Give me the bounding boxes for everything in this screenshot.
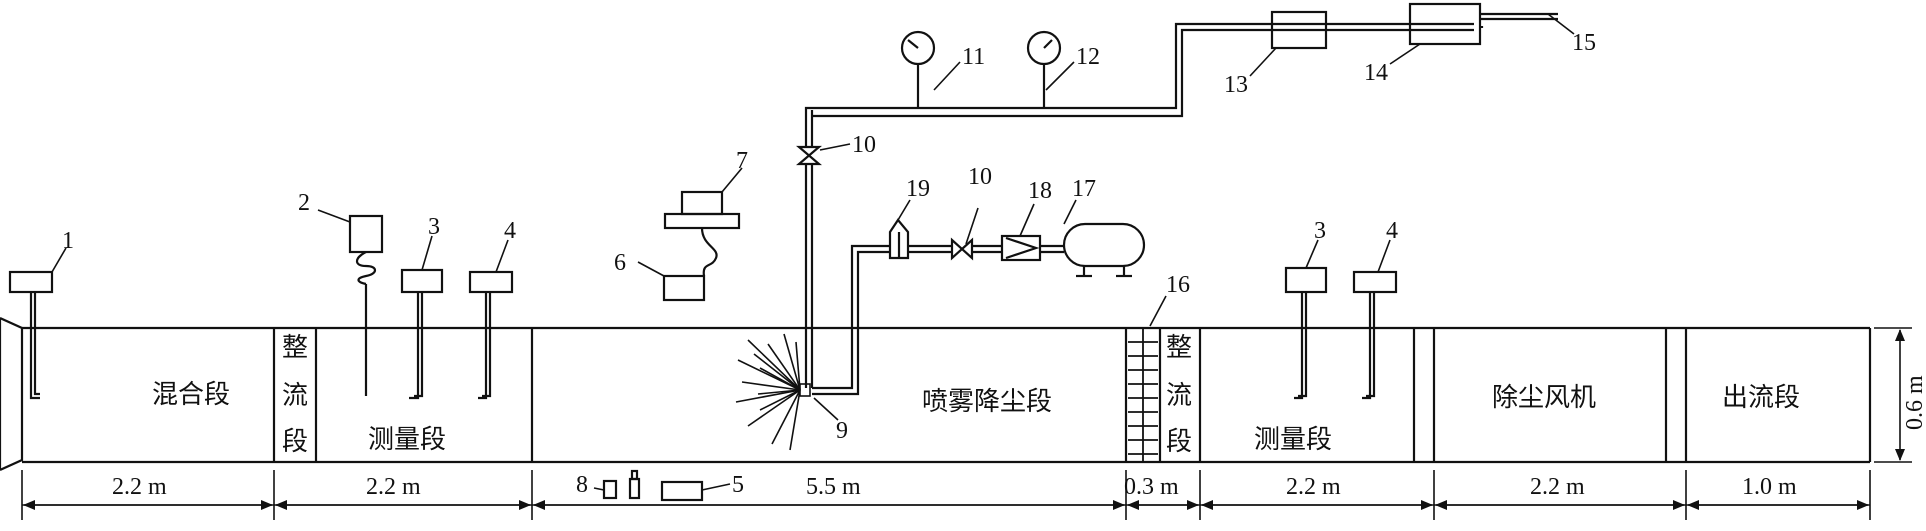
pressure-gauge-12: [1026, 30, 1062, 108]
label-7: 7: [736, 148, 748, 174]
instrument-2: [348, 214, 384, 396]
section-fan: 除尘风机: [1492, 383, 1596, 413]
section-rectifier-1-c: 段: [282, 427, 308, 457]
height-dimension: [1874, 327, 1912, 463]
label-14: 14: [1364, 60, 1388, 86]
label-3-right: 3: [1314, 218, 1326, 244]
label-9: 9: [836, 418, 848, 444]
label-10-air: 10: [968, 164, 992, 190]
instrument-6-cable: [700, 227, 718, 277]
duct-body: [22, 326, 1872, 464]
instrument-7: [663, 190, 741, 230]
section-rectifier-2-c: 段: [1166, 427, 1192, 457]
instrument-8: [602, 469, 641, 500]
filter-19: [888, 218, 910, 260]
valve-10-water: [796, 145, 822, 166]
section-rectifier-2-b: 流: [1166, 381, 1192, 411]
section-spray: 喷雾降尘段: [922, 387, 1052, 417]
instrument-4-left: [468, 270, 514, 400]
dim-spray: 5.5 m: [806, 474, 861, 500]
instrument-5: [660, 480, 704, 502]
label-4-right: 4: [1386, 218, 1398, 244]
water-pipe: [804, 22, 1484, 388]
section-rectifier-2-a: 整: [1166, 333, 1192, 363]
spray-nozzle-9: [735, 333, 811, 451]
dim-measure-2: 2.2 m: [1286, 474, 1341, 500]
label-15: 15: [1572, 30, 1596, 56]
inlet-bell: [0, 316, 24, 472]
section-measure-1: 测量段: [368, 425, 446, 455]
label-5: 5: [732, 472, 744, 498]
dim-measure-1: 2.2 m: [366, 474, 421, 500]
label-17: 17: [1072, 176, 1096, 202]
honeycomb-rectifier: [1128, 328, 1158, 462]
dim-fan: 2.2 m: [1530, 474, 1585, 500]
label-11: 11: [962, 44, 985, 70]
label-3-left: 3: [428, 214, 440, 240]
label-2: 2: [298, 190, 310, 216]
check-valve-18: [1000, 234, 1042, 262]
label-16: 16: [1166, 272, 1190, 298]
air-pipe: [812, 244, 1064, 396]
leader-lines: [51, 13, 1575, 491]
section-measure-2: 测量段: [1254, 425, 1332, 455]
pressure-gauge-11: [900, 30, 936, 108]
section-mixing: 混合段: [152, 380, 230, 410]
instrument-4-right: [1352, 270, 1398, 400]
section-outlet: 出流段: [1722, 383, 1800, 413]
dim-rectifier-2: 0.3 m: [1124, 474, 1179, 500]
valve-10-air: [950, 237, 974, 261]
label-8: 8: [576, 472, 588, 498]
label-19: 19: [906, 176, 930, 202]
label-18: 18: [1028, 178, 1052, 204]
instrument-3-left: [400, 268, 444, 400]
label-6: 6: [614, 250, 626, 276]
label-13: 13: [1224, 72, 1248, 98]
air-tank-17: [1062, 222, 1146, 278]
dim-outlet: 1.0 m: [1742, 474, 1797, 500]
component-13: [1270, 10, 1328, 50]
dim-mixing: 2.2 m: [112, 474, 167, 500]
component-14: [1408, 2, 1482, 46]
label-10-water: 10: [852, 132, 876, 158]
dim-height: 0.6 m: [1902, 375, 1926, 430]
instrument-3-right: [1284, 266, 1328, 400]
label-12: 12: [1076, 44, 1100, 70]
instrument-6: [662, 274, 706, 302]
label-4-left: 4: [504, 218, 516, 244]
dimension-line: [21, 470, 1871, 520]
section-rectifier-1-a: 整: [282, 333, 308, 363]
instrument-1: [8, 270, 54, 400]
section-rectifier-1-b: 流: [282, 381, 308, 411]
label-1: 1: [62, 228, 74, 254]
